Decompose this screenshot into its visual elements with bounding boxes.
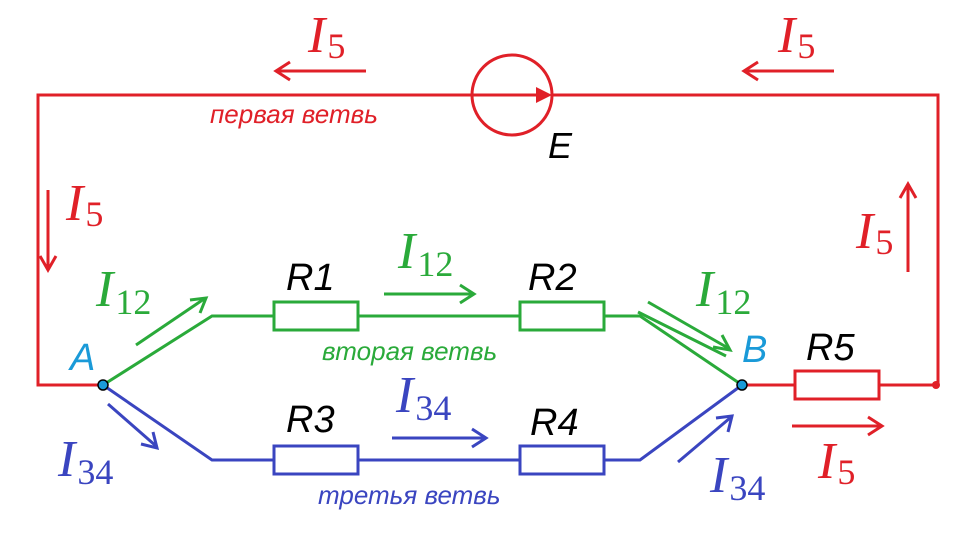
- current-label-i5-left: I5: [65, 175, 103, 234]
- current-arrows-i12: [135, 283, 733, 358]
- branch-1-wire: [36, 93, 940, 387]
- branch-3-wire: [102, 383, 743, 462]
- resistor-r4: [518, 444, 606, 476]
- current-label-i5-top-left: I5: [307, 7, 345, 66]
- current-label-i12-middle: I12: [397, 223, 453, 284]
- source-label: E: [548, 125, 573, 166]
- current-label-i12-left: I12: [95, 261, 151, 322]
- node-label-a: A: [68, 337, 95, 379]
- branch-2-wire: [102, 314, 743, 387]
- current-label-i34-right: I34: [709, 447, 765, 508]
- voltage-source-e: [470, 53, 554, 137]
- current-label-i34-left: I34: [57, 431, 113, 492]
- junction-dot: [932, 381, 940, 389]
- current-label-i5-bottom: I5: [817, 433, 855, 492]
- resistor-r1: [272, 300, 360, 332]
- resistor-label-r1: R1: [286, 257, 335, 299]
- resistor-r2: [518, 300, 606, 332]
- branch-label-first: первая ветвь: [210, 99, 378, 129]
- current-label-i5-right: I5: [855, 203, 893, 262]
- resistor-r5: [793, 369, 881, 401]
- node-b-dot: [736, 379, 748, 391]
- resistor-label-r2: R2: [528, 257, 577, 299]
- current-label-i34-middle: I34: [395, 367, 451, 428]
- current-arrows-i34: [107, 402, 734, 464]
- resistor-label-r3: R3: [286, 399, 335, 441]
- resistor-label-r4: R4: [530, 402, 579, 444]
- branch-label-second: вторая ветвь: [322, 336, 497, 366]
- current-label-i12-right: I12: [695, 261, 751, 322]
- current-label-i5-top-right: I5: [777, 7, 815, 66]
- resistor-label-r5: R5: [806, 327, 855, 369]
- node-a-dot: [97, 379, 109, 391]
- node-label-b: B: [742, 329, 767, 371]
- current-arrows-i5: [38, 60, 918, 437]
- resistor-r3: [272, 444, 360, 476]
- branch-label-third: третья ветвь: [318, 480, 501, 510]
